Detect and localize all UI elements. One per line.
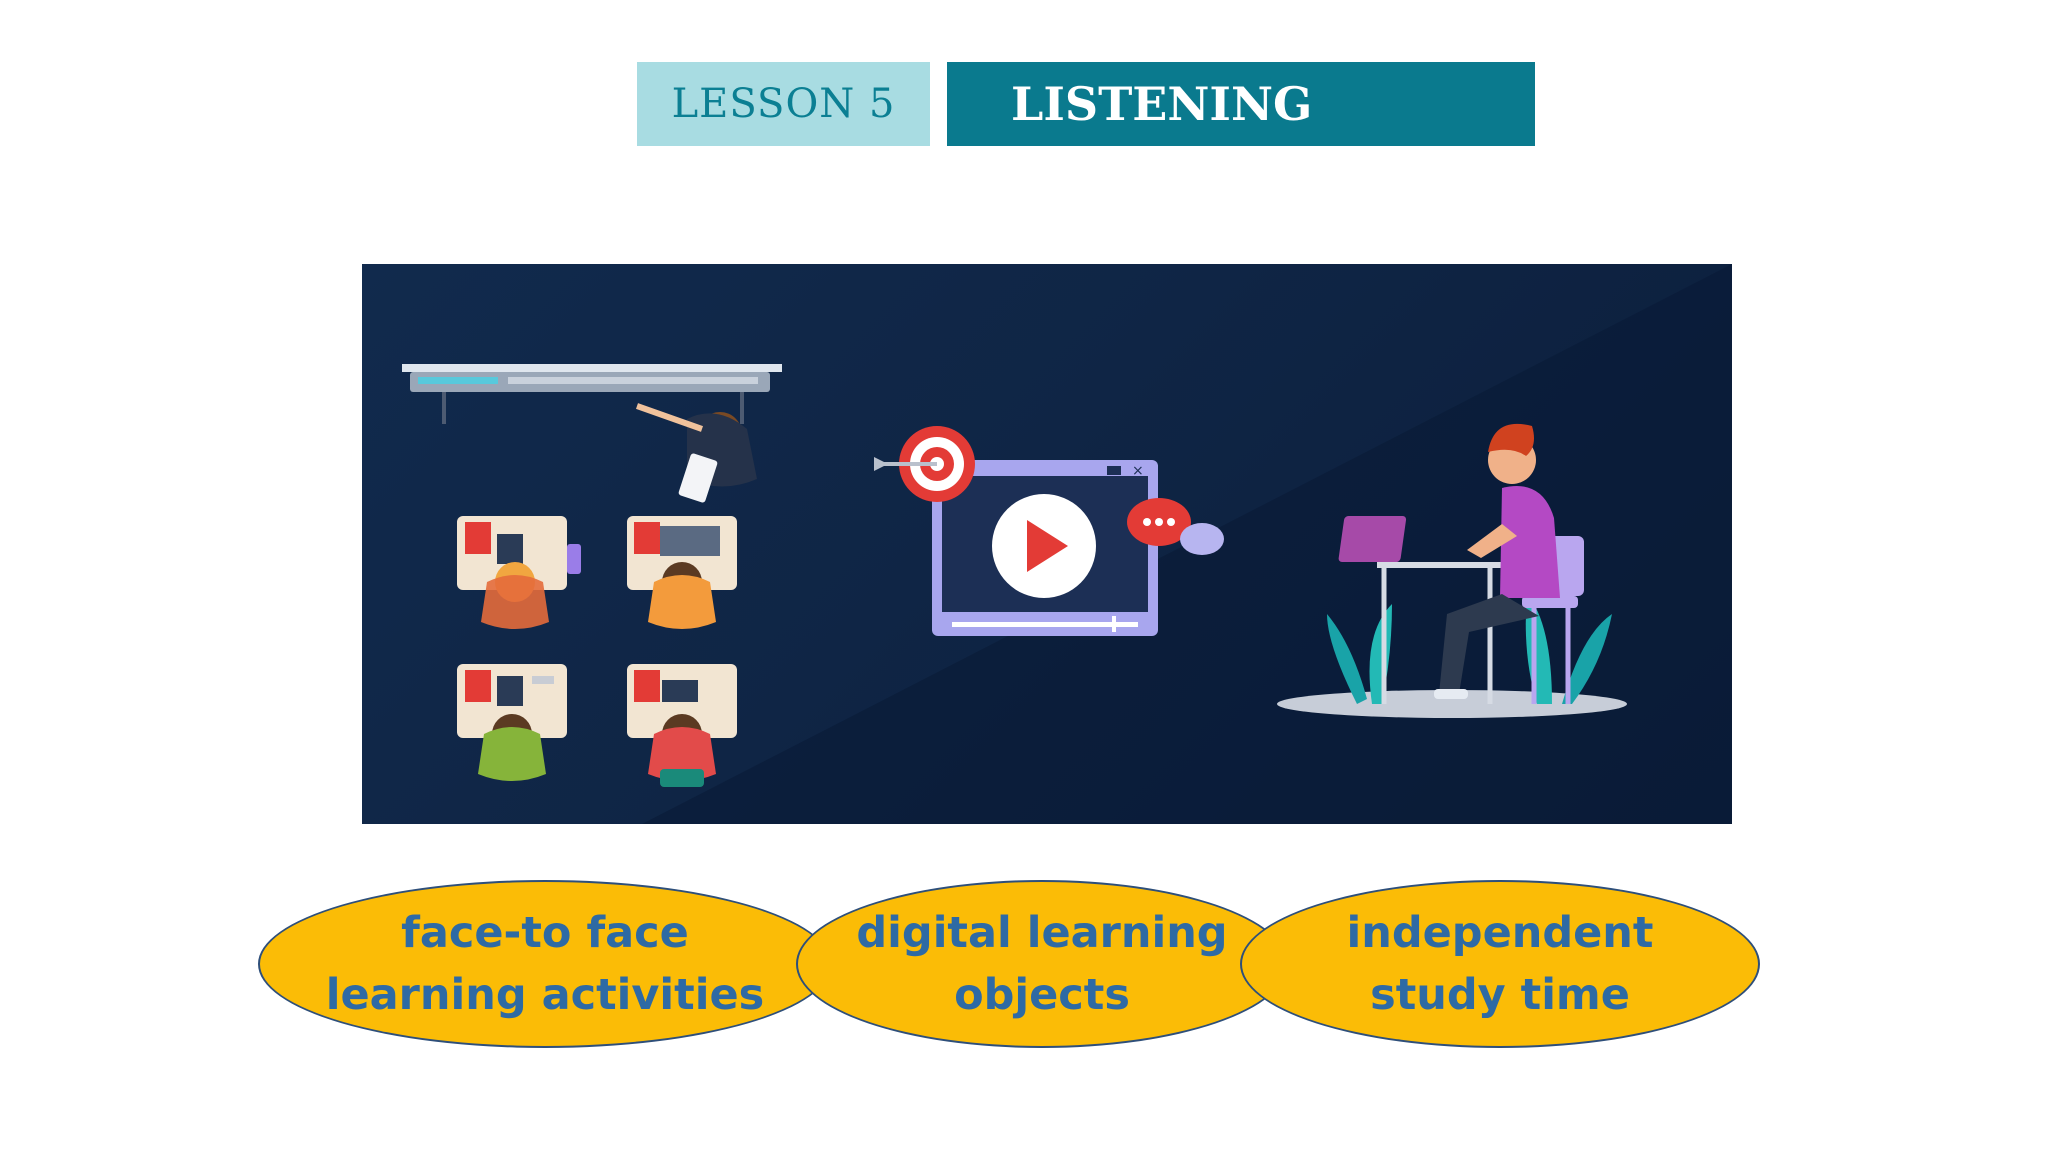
oval-2-line-1: digital learning (856, 908, 1228, 958)
lesson-label-text: LESSON 5 (671, 81, 896, 127)
oval-digital-learning: digital learning objects (796, 880, 1288, 1048)
blended-learning-illustration: × (362, 264, 1732, 824)
illustration-canvas: × (402, 264, 1732, 824)
section-title-text: LISTENING (1011, 77, 1313, 131)
student-laptop-icon (1277, 423, 1627, 718)
svg-text:×: × (1132, 463, 1144, 479)
oval-2-line-2: objects (954, 970, 1130, 1020)
oval-independent-study: independent study time (1240, 880, 1760, 1048)
oval-3-line-2: study time (1370, 970, 1630, 1020)
classroom-icon (402, 364, 782, 787)
oval-1-line-2: learning activities (325, 970, 765, 1020)
lesson-label: LESSON 5 (637, 62, 930, 146)
video-player-icon: × (874, 426, 1224, 636)
oval-3-line-1: independent (1346, 908, 1654, 958)
section-title: LISTENING (947, 62, 1535, 146)
oval-face-to-face: face-to face learning activities (258, 880, 832, 1048)
oval-1-line-1: face-to face (401, 908, 689, 958)
